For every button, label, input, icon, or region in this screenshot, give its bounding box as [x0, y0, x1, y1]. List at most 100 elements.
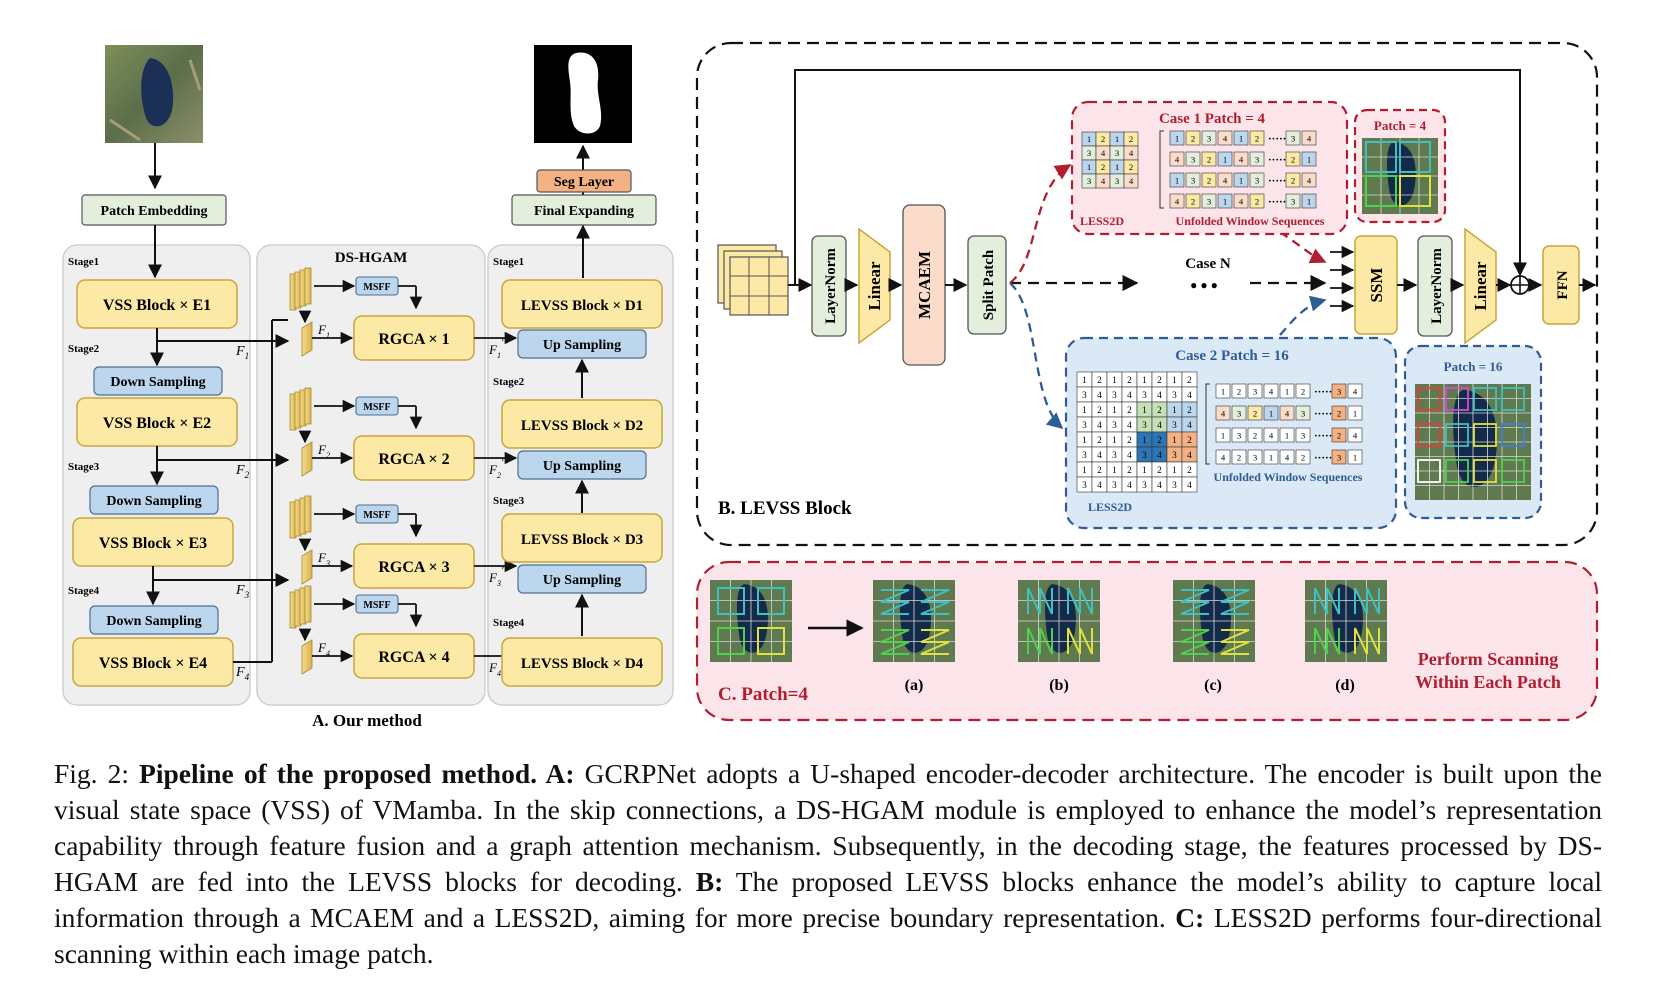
panel-a-title: A. Our method — [312, 711, 422, 730]
scan-path — [757, 587, 785, 615]
seq-cell — [1247, 449, 1263, 465]
seq-cell — [1215, 449, 1231, 465]
seq-cell — [1215, 427, 1231, 443]
grid-cell-value: 3 — [1112, 391, 1117, 401]
grid-cell-value: 3 — [1115, 176, 1119, 186]
case2-unfolded-label: Unfolded Window Sequences — [1214, 470, 1363, 484]
panel-b-border — [695, 41, 1599, 547]
seq-cell-value: 4 — [1307, 133, 1312, 143]
panel-a: Patch Embedding Seg Layer Final Expandin… — [62, 45, 674, 730]
seq-cell — [1231, 449, 1247, 465]
seq-cell — [1295, 405, 1311, 421]
seq-cell — [1231, 405, 1247, 421]
levss-block-d1 — [501, 279, 663, 329]
up-sampling-box — [517, 450, 647, 480]
grid-cell-value: 3 — [1142, 451, 1147, 461]
seq-cell-value: 1 — [1353, 408, 1357, 418]
msff-label: MSFF — [363, 282, 390, 293]
output-mask-image — [534, 45, 632, 143]
seq-cell-value: 2 — [1301, 452, 1305, 462]
seq-cell-value: 2 — [1337, 408, 1341, 418]
seq-dots: ····· — [1268, 154, 1286, 166]
scan-path — [717, 627, 745, 655]
grid-cell-value: 4 — [1157, 421, 1162, 431]
seq-cell — [1231, 383, 1247, 399]
caption-bold-title: Pipeline of the proposed method. — [139, 758, 538, 789]
seq-cell-value: 1 — [1175, 133, 1179, 143]
grid-cell-value: 1 — [1172, 436, 1177, 446]
seq-cell — [1217, 172, 1233, 188]
panel-c-title: C. Patch=4 — [718, 684, 808, 705]
grid-cell-value: 1 — [1142, 376, 1147, 386]
seq-cell-value: 2 — [1207, 154, 1211, 164]
seq-cell — [1285, 151, 1301, 167]
seq-cell-value: 1 — [1307, 154, 1311, 164]
seq-cell — [1215, 405, 1231, 421]
seq-cell — [1285, 130, 1301, 146]
seq-cell — [1347, 427, 1363, 443]
seq-cell-value: 2 — [1207, 175, 1211, 185]
scan-path — [880, 629, 910, 655]
final-expanding-label: Final Expanding — [534, 204, 634, 219]
seq-cell-value: 3 — [1291, 133, 1295, 143]
grid-cell-value: 3 — [1087, 176, 1091, 186]
grid-cell-value: 3 — [1142, 421, 1147, 431]
grid-cell-value: 1 — [1142, 406, 1147, 416]
seq-cell — [1185, 193, 1201, 209]
rgca-label: RGCA × 4 — [378, 649, 449, 666]
seq-cell — [1249, 193, 1265, 209]
seq-cell-value: 2 — [1237, 452, 1241, 462]
seq-cell-value: 1 — [1221, 430, 1225, 440]
seq-cell — [1301, 172, 1317, 188]
panel-b: B. LEVSS Block LayerNorm Linear MCAEM Sp… — [695, 41, 1599, 547]
up-sampling-box — [517, 564, 647, 594]
feature-label-f4: F4 — [235, 665, 250, 682]
seq-cell-value: 4 — [1239, 154, 1244, 164]
caption-fig: Fig. 2: — [54, 758, 140, 789]
seq-cell — [1169, 151, 1185, 167]
grid-cell-value: 4 — [1187, 481, 1192, 491]
seq-cell-value: 4 — [1353, 386, 1358, 396]
grid-cell-value: 4 — [1157, 481, 1162, 491]
seq-cell — [1201, 193, 1217, 209]
grid-cell-value: 2 — [1187, 436, 1192, 446]
seq-cell-value: 3 — [1301, 430, 1305, 440]
down-sampling-box — [93, 366, 223, 396]
seq-cell-value: 2 — [1191, 196, 1195, 206]
hgam-feature-label: F1 — [317, 322, 330, 340]
add-operator-icon — [1510, 275, 1530, 295]
seq-cell — [1185, 130, 1201, 146]
seq-dots: ····· — [1314, 408, 1332, 420]
seq-cell — [1279, 427, 1295, 443]
scan-path — [1180, 629, 1210, 655]
seq-cell — [1331, 383, 1347, 399]
grid-cell-value: 4 — [1187, 421, 1192, 431]
seq-cell-value: 1 — [1353, 452, 1357, 462]
panel-c-border — [695, 560, 1599, 722]
scan-path — [1067, 627, 1093, 655]
seg-layer-box — [536, 169, 632, 193]
feature-slice-icon — [301, 549, 313, 585]
seq-cell-value: 3 — [1191, 175, 1195, 185]
scan-path — [1220, 589, 1250, 615]
seq-cell — [1249, 151, 1265, 167]
split-patch-label: Split Patch — [981, 249, 997, 320]
seq-cell — [1301, 193, 1317, 209]
grid-cell-value: 4 — [1129, 176, 1134, 186]
seq-cell — [1347, 405, 1363, 421]
grid-cell-value: 1 — [1082, 436, 1087, 446]
seq-cell-value: 1 — [1239, 175, 1243, 185]
seq-cell-value: 4 — [1223, 133, 1228, 143]
seq-cell-value: 3 — [1237, 430, 1241, 440]
hgam-out-feature-label: F2′ — [488, 457, 504, 480]
seq-cell — [1233, 151, 1249, 167]
grid-cell-value: 4 — [1187, 451, 1192, 461]
seq-cell-value: 3 — [1207, 133, 1211, 143]
scan-path — [1220, 629, 1250, 655]
scan-path — [1027, 587, 1053, 615]
feature-slice-icon — [301, 321, 313, 357]
seq-cell-value: 1 — [1221, 386, 1225, 396]
msff-label: MSFF — [363, 600, 390, 611]
grid-cell-value: 4 — [1157, 391, 1162, 401]
